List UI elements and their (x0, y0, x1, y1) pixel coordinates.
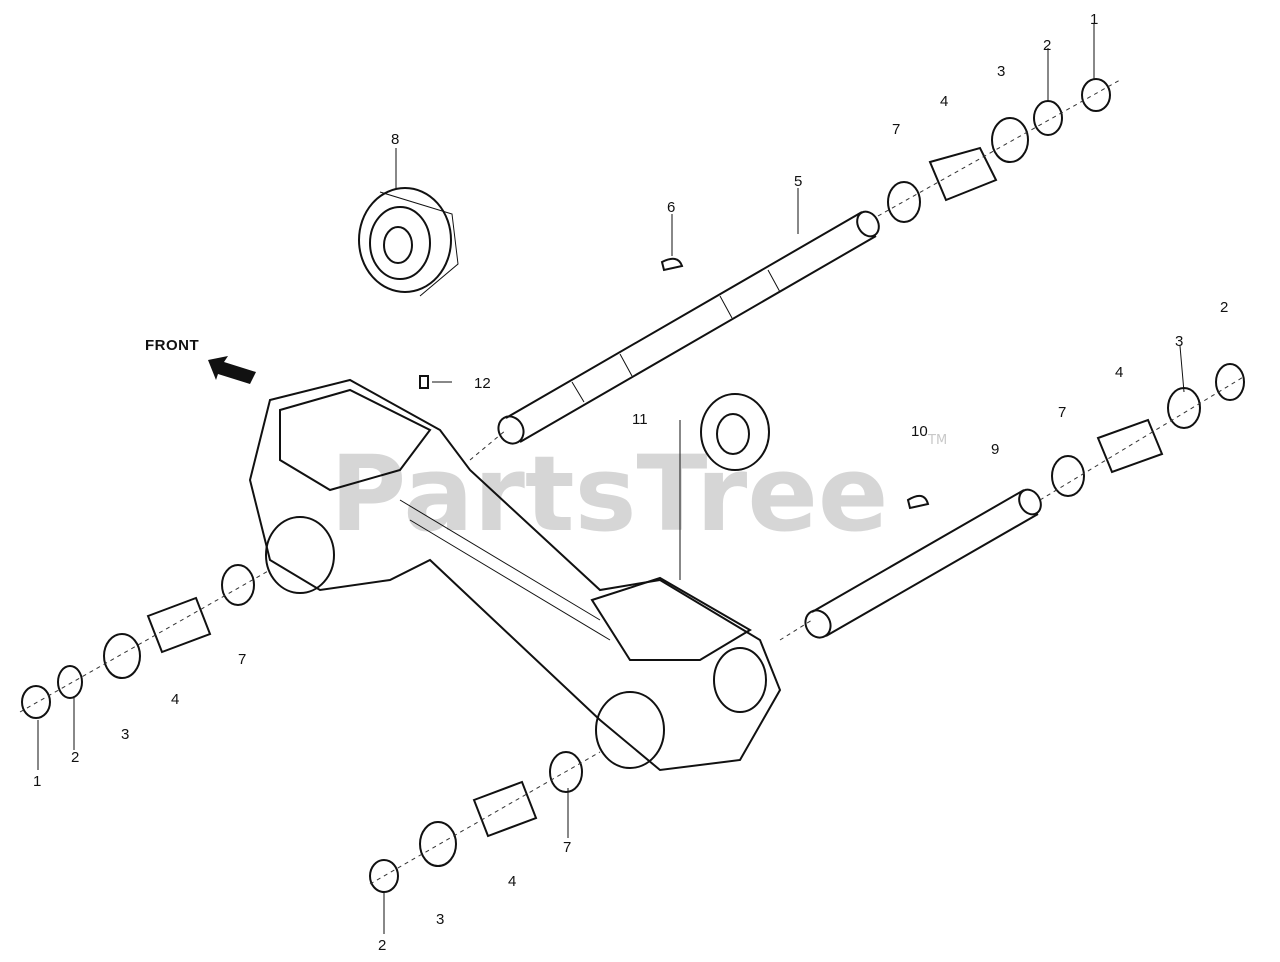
upper-axle-shaft (497, 210, 880, 445)
callout-6: 6 (667, 199, 675, 216)
callout-10: 10 (911, 423, 928, 440)
gear-8 (358, 187, 459, 297)
lower-axle-shaft (804, 488, 1042, 639)
centerline-upper (469, 79, 1121, 461)
woodruff-key-lower (906, 494, 930, 510)
front-label: FRONT (145, 337, 199, 354)
bolt-12 (419, 375, 429, 389)
callout-3: 3 (436, 911, 444, 928)
front-arrow-icon (208, 356, 256, 384)
lower-right-bushing (1051, 363, 1245, 497)
callout-9: 9 (991, 441, 999, 458)
woodruff-key-upper (660, 257, 684, 272)
centerline-lower (779, 375, 1246, 641)
gear-11 (700, 393, 770, 471)
callout-3: 3 (121, 726, 129, 743)
callout-4: 4 (1115, 364, 1123, 381)
upper-right-bushing (887, 78, 1111, 223)
callout-11: 11 (632, 411, 648, 428)
centerline-left (19, 569, 271, 713)
callout-2: 2 (1220, 299, 1228, 316)
axle-housing (248, 378, 782, 772)
watermark: PartsTree (330, 433, 888, 555)
trademark: TM (927, 433, 947, 448)
callout-12: 12 (474, 375, 491, 392)
callout-7: 7 (563, 839, 571, 856)
callout-4: 4 (171, 691, 179, 708)
callout-7: 7 (892, 121, 900, 138)
bottom-bushing-set (369, 751, 583, 893)
callout-7: 7 (1058, 404, 1066, 421)
callout-4: 4 (508, 873, 516, 890)
callout-7: 7 (238, 651, 246, 668)
left-bushing-set (21, 564, 255, 719)
callout-1: 1 (33, 773, 41, 790)
callout-2: 2 (378, 937, 386, 954)
centerline-bottom (369, 751, 601, 885)
callout-2: 2 (71, 749, 79, 766)
callout-8: 8 (391, 131, 399, 148)
callout-1: 1 (1090, 11, 1098, 28)
callout-2: 2 (1043, 37, 1051, 54)
callout-3: 3 (1175, 333, 1183, 350)
callout-4: 4 (940, 93, 948, 110)
leader-lines (37, 24, 1185, 934)
callout-3: 3 (997, 63, 1005, 80)
callout-5: 5 (794, 173, 802, 190)
